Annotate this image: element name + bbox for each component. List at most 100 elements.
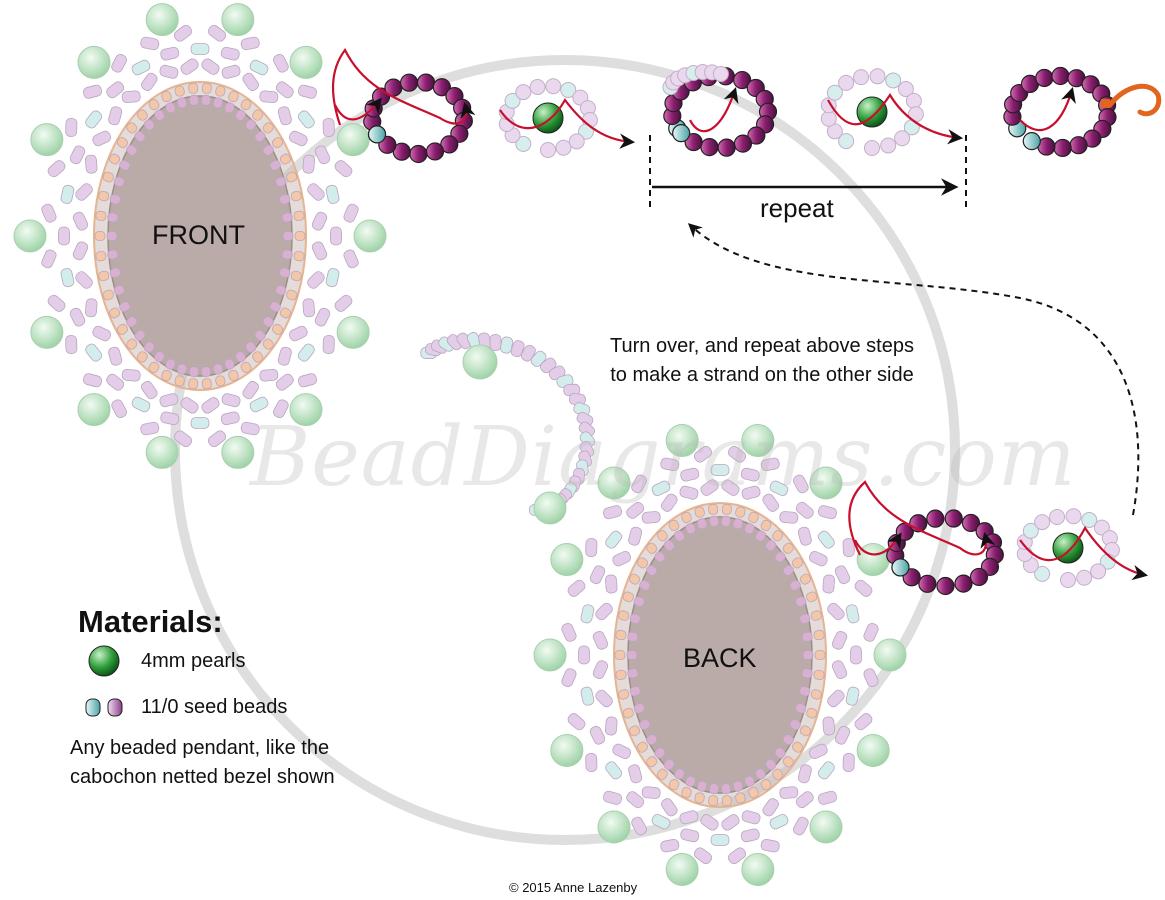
seed-bead [221, 393, 241, 408]
bezel-bead [176, 97, 188, 109]
strand-bead [747, 126, 766, 145]
bezel-bead [275, 284, 287, 296]
strand-bead [684, 132, 703, 152]
seed-bead [641, 511, 661, 524]
seed-bead [740, 467, 760, 482]
seed-bead [626, 501, 645, 519]
seed-bead [140, 36, 160, 51]
bezel-bead [126, 338, 138, 350]
seed-bead [605, 530, 623, 549]
bezel-bead [696, 780, 708, 792]
turn-over-arrow [687, 223, 1140, 516]
seed-bead [797, 764, 812, 784]
materials-title: Materials: [78, 604, 223, 639]
bezel-bead [685, 775, 696, 787]
seed-bead [680, 828, 700, 843]
strand-bead [936, 576, 955, 596]
pearl [289, 45, 323, 79]
materials-note: Any beaded pendant, like the cabochon ne… [70, 734, 370, 792]
seed-bead [740, 828, 760, 843]
seed-bead [580, 686, 595, 706]
bezel-bead [782, 564, 794, 576]
bezel-bead [735, 792, 746, 804]
front-label: FRONT [152, 220, 245, 250]
bezel-bead [618, 689, 630, 700]
seed-bead [69, 145, 86, 165]
seed-bead [762, 798, 779, 817]
strand-bead [367, 125, 387, 144]
clasp-ring [1101, 99, 1110, 108]
bezel-bead [628, 725, 641, 737]
bezel-bead [633, 596, 645, 607]
seed-bead [108, 106, 123, 126]
seed-bead [612, 743, 632, 760]
seed-bead [334, 160, 353, 178]
seed-bead [275, 81, 294, 99]
seed-bead [307, 271, 325, 289]
strand-bead [1034, 514, 1051, 531]
strand-bead [864, 140, 880, 156]
seed-bead [106, 373, 125, 391]
strand-bead [1034, 565, 1051, 582]
seed-bead [325, 268, 340, 288]
seed-bead [808, 550, 828, 567]
seed-bead [827, 689, 845, 708]
seed-bead [242, 380, 259, 400]
bezel-bead [744, 775, 755, 787]
bezel-bead [161, 90, 172, 103]
seed-bead [710, 464, 730, 476]
pearl [809, 466, 843, 500]
seed-bead [302, 298, 316, 318]
bezel-bead [102, 171, 114, 183]
bezel-bead [760, 519, 772, 531]
bezel-bead [629, 685, 641, 697]
bezel-bead [189, 94, 199, 106]
bezel-bead [622, 707, 634, 719]
pearl [1052, 532, 1084, 564]
bezel-bead [755, 530, 766, 542]
seed-bead [693, 445, 713, 463]
seed-bead [628, 764, 643, 784]
strand-bead [1081, 511, 1098, 528]
strand-bead [1090, 563, 1107, 580]
bezel-bead [240, 361, 252, 374]
bezel-bead [814, 650, 826, 660]
materials-icons [85, 645, 123, 717]
strand-bead [1069, 136, 1088, 155]
seed-bead [240, 36, 260, 51]
seed-bead [850, 645, 862, 665]
seed-bead [700, 814, 719, 831]
strand-bead [1049, 509, 1066, 526]
pearl [873, 638, 907, 672]
pearl [533, 638, 567, 672]
seed-bead [131, 59, 151, 76]
bezel-bead [795, 596, 807, 607]
seed-bead [297, 343, 315, 362]
seed-bead [721, 814, 740, 831]
pearl [550, 733, 584, 767]
bezel-bead [188, 378, 199, 390]
bezel-bead [119, 159, 131, 171]
strand-bead [425, 142, 445, 161]
bezel-bead [735, 506, 746, 518]
strand-bead [1065, 508, 1082, 525]
seed-bead [314, 145, 331, 165]
bezel-bead [708, 795, 719, 807]
strand-bead [529, 79, 546, 96]
bezel-bead [165, 358, 176, 370]
pearl [77, 45, 111, 79]
bezel-bead [279, 307, 292, 319]
bezel-bead [627, 668, 639, 679]
bezel-bead [615, 669, 627, 680]
pearl [221, 3, 255, 37]
turn-over-instructions: Turn over, and repeat above steps to mak… [598, 332, 926, 390]
bezel-bead [134, 131, 146, 143]
pearl [30, 123, 64, 157]
bezel-bead [810, 610, 822, 621]
seed-bead [727, 847, 747, 865]
thread-path [1019, 525, 1149, 581]
seed-bead [779, 786, 799, 799]
seed-bead [769, 480, 789, 497]
seed-bead [121, 368, 141, 382]
